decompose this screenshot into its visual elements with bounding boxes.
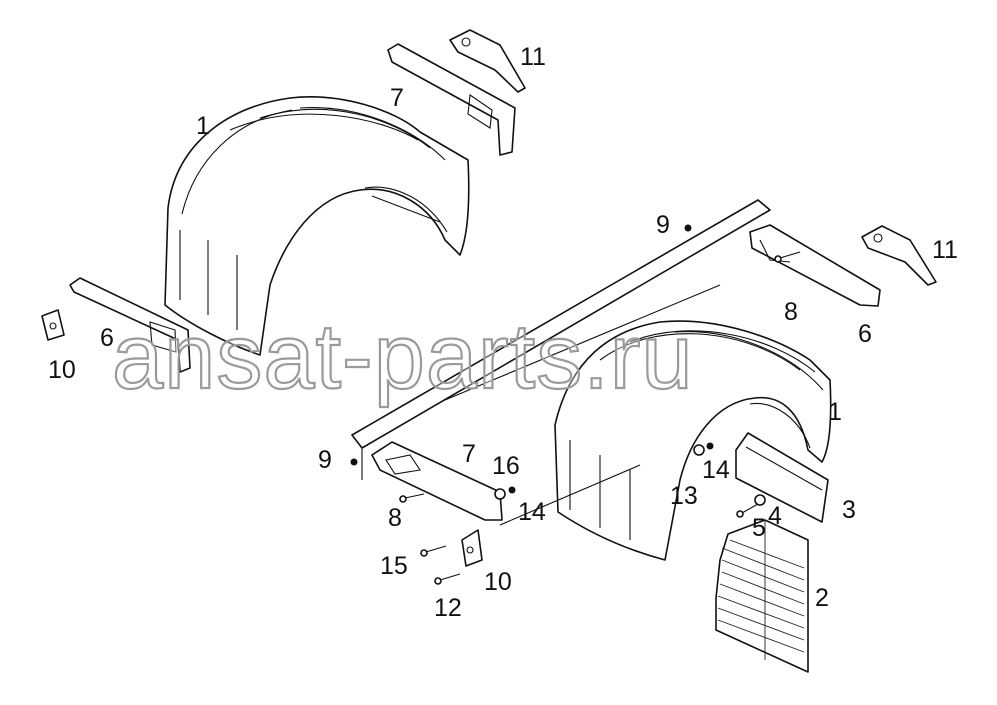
splash-panel-3 <box>735 432 829 523</box>
callout-7-lower: 7 <box>462 440 476 468</box>
nut-16 <box>508 486 516 494</box>
callout-2: 2 <box>815 584 829 612</box>
bolt-15 <box>425 545 447 553</box>
callout-8-lower: 8 <box>388 504 402 532</box>
callout-5: 5 <box>752 514 766 542</box>
callout-14-upper: 14 <box>702 456 730 484</box>
bracket-6-left <box>69 277 191 373</box>
callout-10-lower: 10 <box>484 568 512 596</box>
callout-7-upper: 7 <box>390 84 404 112</box>
bracket-6-right <box>749 224 881 307</box>
right-fender <box>554 320 832 561</box>
mud-flap-2 <box>715 519 809 673</box>
callout-1-right: 1 <box>828 398 842 426</box>
nut-9-upper <box>684 224 692 232</box>
washer-14-upper <box>693 444 705 456</box>
bolt-5 <box>741 503 759 514</box>
nut-9-lower <box>350 458 358 466</box>
nut-13 <box>706 442 714 450</box>
callout-3: 3 <box>842 496 856 524</box>
callout-9-upper: 9 <box>656 211 670 239</box>
plate-11-lower <box>861 225 937 286</box>
callout-1-left: 1 <box>196 112 210 140</box>
plate-10-left <box>41 309 65 341</box>
callout-16: 16 <box>492 452 520 480</box>
callout-11-upper: 11 <box>520 43 546 71</box>
callout-12: 12 <box>434 594 462 622</box>
callout-13: 13 <box>670 482 698 510</box>
washer-4 <box>754 494 766 506</box>
bracket-7-upper <box>387 43 516 156</box>
callout-15: 15 <box>380 552 408 580</box>
bolt-8-lower <box>404 493 425 499</box>
bolt-8-upper <box>779 251 801 259</box>
frame-rail <box>351 199 771 526</box>
callouts: 1 1 2 3 4 5 6 6 7 7 8 8 9 9 10 10 11 11 … <box>48 43 958 622</box>
plate-11-upper <box>449 29 526 93</box>
callout-8-upper: 8 <box>784 298 798 326</box>
callout-6-left: 6 <box>100 324 114 352</box>
bolt-12 <box>439 573 461 581</box>
washer-14-lower <box>494 488 506 500</box>
plate-10-lower <box>461 529 483 567</box>
left-fender <box>164 96 470 356</box>
callout-10-left: 10 <box>48 356 76 384</box>
fasteners <box>350 224 801 585</box>
callout-6-right: 6 <box>858 320 872 348</box>
watermark-text: ansat-parts.ru <box>112 306 694 408</box>
bracket-7-lower <box>371 441 503 521</box>
callout-11-lower: 11 <box>932 236 958 264</box>
callout-9-lower: 9 <box>318 446 332 474</box>
callout-14-lower: 14 <box>518 498 546 526</box>
callout-4: 4 <box>768 502 782 530</box>
